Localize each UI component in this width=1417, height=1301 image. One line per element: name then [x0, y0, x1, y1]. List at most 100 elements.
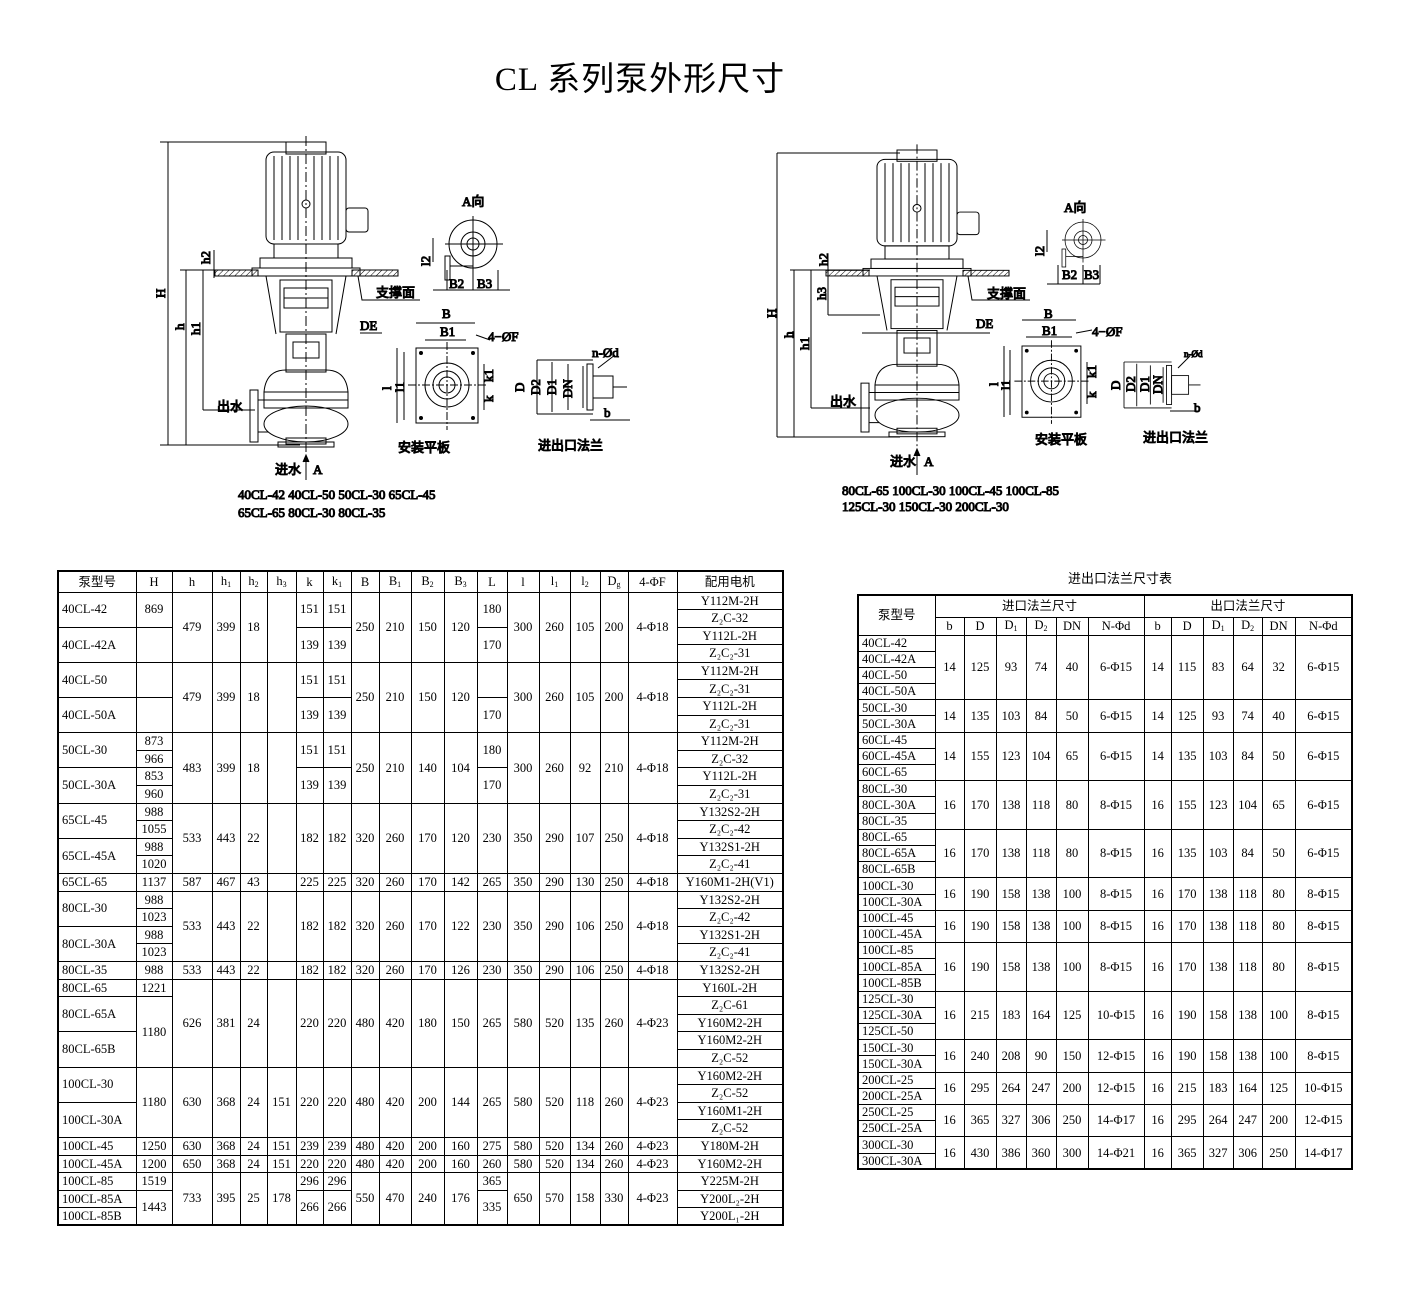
table-row: 60CL-65 [857, 763, 1352, 782]
dimension-cell: 533 [171, 960, 213, 980]
flange-value-cell: 164 [1232, 1071, 1263, 1105]
label-B2: B2 [449, 276, 464, 291]
dimension-cell: 24 [239, 1066, 268, 1138]
dimension-cell: 4-Φ18 [627, 661, 678, 734]
column-header: B3 [443, 570, 478, 593]
dimension-cell: 150 [443, 978, 478, 1068]
flange-value-cell: 164 [1025, 990, 1057, 1041]
pump-model-cell: 100CL-45 [857, 909, 936, 927]
flange-value-cell: 16 [1143, 990, 1172, 1041]
flange-value-cell: 123 [995, 731, 1027, 782]
dimension-cell: 988 [135, 837, 173, 857]
dimension-cell: 178 [266, 1172, 297, 1226]
motor-cell: Z₂C-52 [676, 1084, 784, 1103]
motor-cell: Y200L₂-2H [676, 1189, 784, 1209]
motor-cell: Z₂C₂-42 [676, 820, 784, 839]
flange-value-cell: 100 [1261, 990, 1296, 1041]
flange-value-cell: 16 [1143, 909, 1172, 944]
dimension-cell: 399 [211, 732, 241, 804]
dimension-cell: 420 [378, 1066, 412, 1138]
dimension-cell: 520 [538, 1154, 571, 1174]
dimension-cell: 139 [322, 697, 352, 734]
flange-value-cell: 118 [1025, 828, 1057, 879]
column-header-subscript: 2 [584, 579, 589, 589]
pump-model-cell: 80CL-65 [857, 828, 936, 846]
dimension-cell: 260 [599, 978, 629, 1068]
label-A: A [924, 454, 934, 469]
dimension-cell: 220 [322, 978, 352, 1068]
flange-value-cell: 10-Φ15 [1087, 990, 1145, 1041]
dimension-cell: 104 [443, 732, 478, 804]
dimension-cell: 1180 [135, 996, 173, 1068]
label-k: k [481, 395, 496, 402]
dimension-cell: 350 [506, 802, 540, 875]
dimension-cell: 470 [378, 1172, 412, 1226]
dimension-cell: 120 [443, 591, 478, 663]
flange-value-cell: 40 [1055, 634, 1089, 701]
dimension-cell: 300 [506, 661, 540, 734]
flange-value-cell: 327 [1202, 1136, 1234, 1170]
applicable-models-line-2: 125CL-30 150CL-30 200CL-30 [842, 499, 1009, 514]
pump-model-cell: 65CL-45A [57, 837, 137, 875]
label-D1: D1 [1137, 376, 1152, 392]
motor-cell: Y160M2-2H [676, 1013, 784, 1033]
flange-value-cell: 103 [1202, 828, 1234, 879]
dimension-cell: 1221 [135, 978, 173, 998]
dimension-cell: 330 [599, 1172, 629, 1226]
pump-model-cell: 80CL-30 [57, 890, 137, 927]
dimension-cell: 4-Φ23 [627, 978, 678, 1068]
motor-cell: Z₂C-61 [676, 996, 784, 1015]
dimension-cell: 296 [322, 1172, 352, 1191]
dimension-cell: 18 [239, 591, 268, 663]
label-outlet: 出水 [830, 394, 856, 409]
dimension-cell: 210 [378, 591, 412, 663]
label-support-surface: 支撑面 [987, 286, 1026, 301]
pump-model-cell: 200CL-25 [857, 1071, 936, 1089]
pump-model-cell: 80CL-65B [57, 1031, 137, 1068]
dimension-cell: 139 [322, 767, 352, 804]
motor-cell: Z₂C₂-31 [676, 644, 784, 663]
column-header: h [171, 570, 213, 593]
flange-value-cell: 183 [1202, 1071, 1234, 1105]
label-DN: DN [560, 379, 575, 398]
dimension-cell: 182 [295, 802, 324, 875]
dimension-cell: 467 [211, 873, 241, 892]
dimension-cell: 580 [506, 1066, 540, 1138]
motor-cell: Z₂C-52 [676, 1048, 784, 1068]
pump-model-cell: 250CL-25 [857, 1103, 936, 1122]
flange-value-cell: 158 [1202, 990, 1234, 1041]
flange-value-cell: 14 [1143, 634, 1172, 701]
pump-drawing-right: H h h1 h2 h3 出水 支撑面 DE 进水 A A向 l2 B2 B3 … [764, 143, 1209, 515]
table-row: 125CL-30A [857, 1006, 1352, 1025]
column-header: B2 [410, 570, 445, 593]
flange-value-cell: 135 [963, 699, 997, 733]
dimension-cell: 151 [266, 1154, 297, 1174]
column-header-subscript: 1 [227, 579, 232, 589]
dimension-cell: 151 [322, 591, 352, 628]
dimension-cell: 182 [322, 960, 352, 980]
label-h: h [781, 331, 796, 338]
dimension-cell: 320 [350, 960, 380, 980]
label-B1: B1 [440, 324, 455, 339]
flange-value-cell: 118 [1232, 942, 1263, 992]
flange-value-cell: 158 [995, 942, 1027, 992]
flange-value-cell: 16 [934, 909, 965, 944]
column-header: D2 [1025, 616, 1057, 636]
label-h2: h2 [816, 253, 831, 266]
flange-value-cell: 80 [1261, 909, 1296, 944]
dimension-cell: 300 [506, 732, 540, 804]
column-header-subscript: 2 [429, 579, 434, 589]
dimension-cell: 580 [506, 978, 540, 1068]
dimension-cell: 480 [350, 978, 380, 1068]
flange-value-cell: 158 [995, 877, 1027, 911]
flange-value-cell: 123 [1202, 780, 1234, 830]
pump-model-cell: 125CL-30 [857, 990, 936, 1008]
column-header: D1 [995, 616, 1027, 636]
dimension-cell: 139 [322, 626, 352, 663]
dimension-cell: 170 [410, 960, 445, 980]
